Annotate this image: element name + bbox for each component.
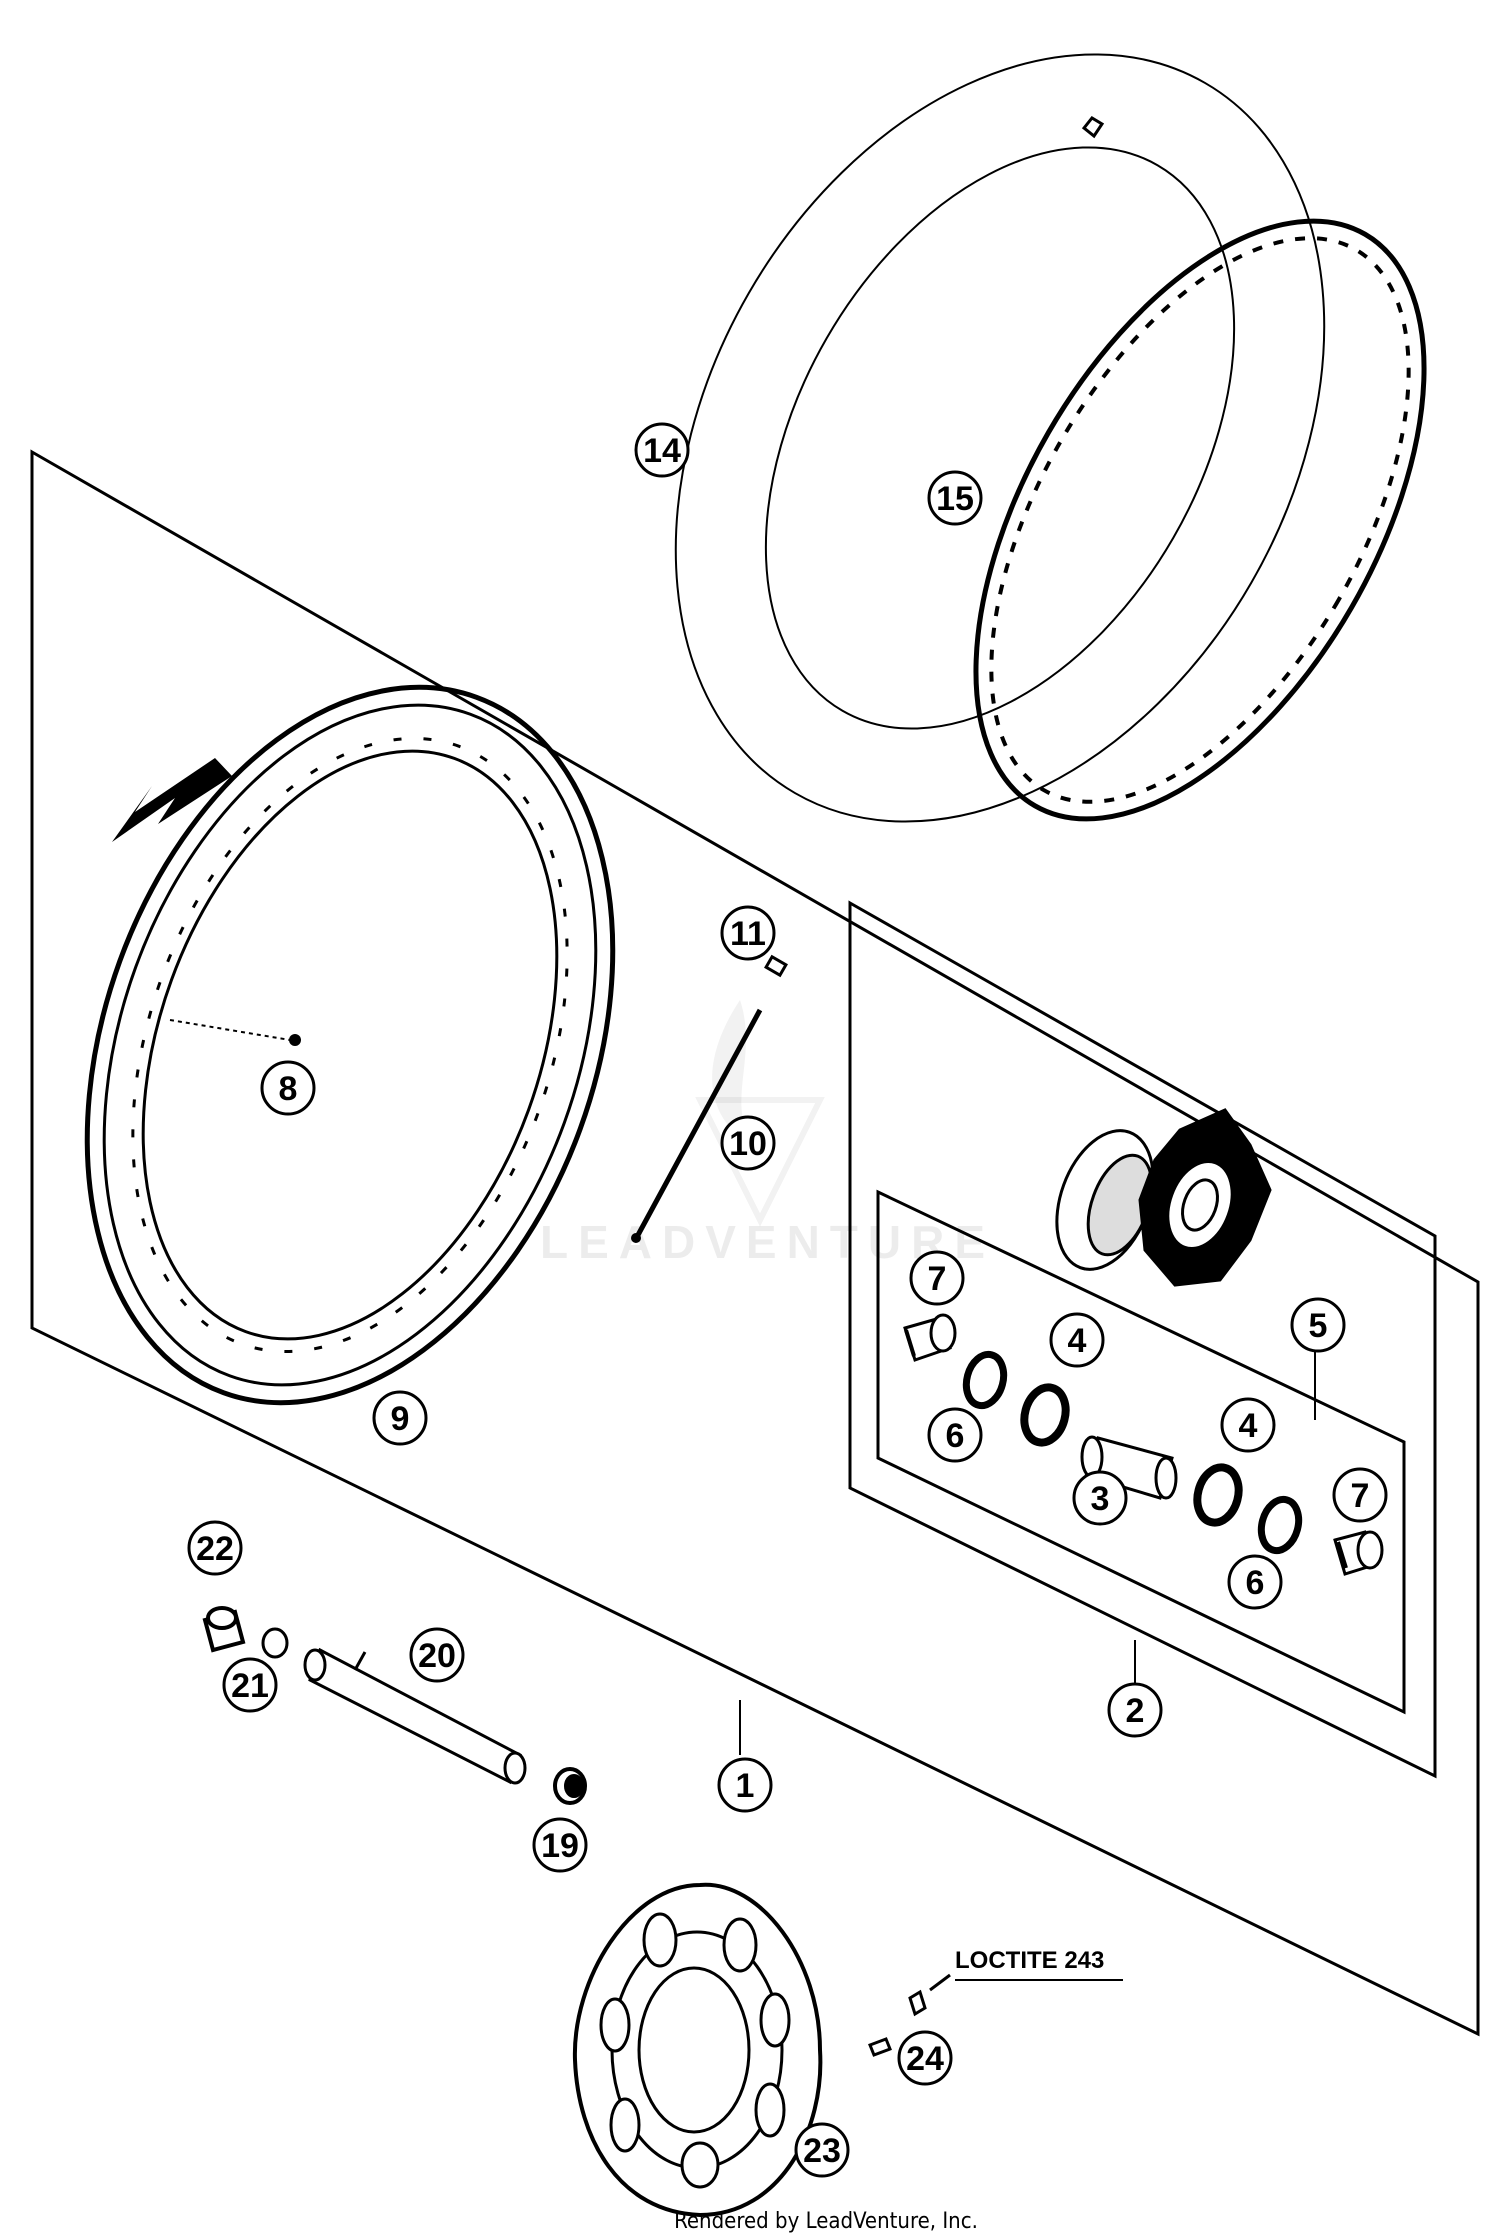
callout-3[interactable]: 3 xyxy=(1072,1470,1128,1526)
callout-8[interactable]: 8 xyxy=(260,1060,316,1116)
callout-19[interactable]: 19 xyxy=(532,1817,588,1873)
svg-text:7: 7 xyxy=(1351,1477,1370,1515)
rim-tape-part xyxy=(973,218,1427,822)
svg-text:19: 19 xyxy=(541,1827,579,1865)
callout-7-left[interactable]: 7 xyxy=(909,1250,965,1306)
svg-text:5: 5 xyxy=(1309,1307,1328,1345)
callout-24[interactable]: 24 xyxy=(897,2030,953,2086)
bushing-part-left xyxy=(903,1313,957,1362)
svg-text:1: 1 xyxy=(736,1767,755,1805)
svg-text:10: 10 xyxy=(729,1125,767,1163)
bearing-part-left xyxy=(1020,1383,1070,1447)
spoke-nipple-part xyxy=(169,1019,301,1046)
assembly-panel-5 xyxy=(876,1189,1406,1715)
hub-part xyxy=(1055,1108,1272,1287)
svg-text:6: 6 xyxy=(1246,1564,1265,1602)
callout-9[interactable]: 9 xyxy=(372,1390,428,1446)
svg-text:9: 9 xyxy=(391,1400,410,1438)
bushing-part-right xyxy=(1333,1530,1384,1576)
callout-11[interactable]: 11 xyxy=(720,905,776,961)
svg-text:6: 6 xyxy=(946,1417,965,1455)
callout-21[interactable]: 21 xyxy=(222,1657,278,1713)
callout-2[interactable]: 2 xyxy=(1107,1682,1163,1738)
disc-screw-part xyxy=(868,1973,951,2057)
callout-7-right[interactable]: 7 xyxy=(1332,1467,1388,1523)
callout-4-right[interactable]: 4 xyxy=(1220,1397,1276,1453)
svg-text:4: 4 xyxy=(1068,1322,1087,1360)
callout-20[interactable]: 20 xyxy=(409,1627,465,1683)
watermark: LEADVENTURE xyxy=(540,1000,995,1268)
assembly-panel-2 xyxy=(848,900,1437,1779)
callout-6-right[interactable]: 6 xyxy=(1227,1554,1283,1610)
shaft-seal-part-left xyxy=(962,1350,1008,1410)
assembly-panel-1 xyxy=(30,449,1480,2037)
render-credit: Rendered by LeadVenture, Inc. xyxy=(674,2209,978,2234)
callout-23[interactable]: 23 xyxy=(794,2122,850,2178)
watermark-text: LEADVENTURE xyxy=(540,1216,995,1268)
svg-text:24: 24 xyxy=(906,2040,944,2078)
loctite-note: LOCTITE 243 xyxy=(955,1947,1104,1974)
callout-15[interactable]: 15 xyxy=(927,470,983,526)
spoke-part xyxy=(631,954,788,1243)
leader-lines xyxy=(739,1350,1316,1981)
axle-part xyxy=(303,1647,527,1785)
direction-arrow-icon xyxy=(112,758,232,842)
svg-text:7: 7 xyxy=(928,1260,947,1298)
callout-4-left[interactable]: 4 xyxy=(1049,1312,1105,1368)
svg-text:15: 15 xyxy=(936,480,974,518)
bearing-part-right xyxy=(1193,1463,1243,1527)
rim-part xyxy=(84,684,616,1406)
callout-1[interactable]: 1 xyxy=(717,1757,773,1813)
callout-6-left[interactable]: 6 xyxy=(927,1407,983,1463)
axle-nut-part xyxy=(553,1767,587,1805)
svg-text:21: 21 xyxy=(231,1667,269,1705)
svg-text:23: 23 xyxy=(803,2132,841,2170)
washer-part xyxy=(261,1627,289,1659)
svg-text:22: 22 xyxy=(196,1530,234,1568)
collar-part xyxy=(202,1606,246,1653)
svg-text:3: 3 xyxy=(1091,1480,1110,1518)
shaft-seal-part-right xyxy=(1257,1495,1303,1555)
svg-text:20: 20 xyxy=(418,1637,456,1675)
brake-disc-part xyxy=(572,1882,823,2218)
svg-text:11: 11 xyxy=(730,915,766,953)
callout-10[interactable]: 10 xyxy=(720,1115,776,1171)
svg-text:4: 4 xyxy=(1239,1407,1258,1445)
tire-part xyxy=(674,53,1326,823)
callout-14[interactable]: 14 xyxy=(634,422,690,478)
callout-22[interactable]: 22 xyxy=(187,1520,243,1576)
svg-text:8: 8 xyxy=(279,1070,298,1108)
svg-text:2: 2 xyxy=(1126,1692,1145,1730)
callout-5[interactable]: 5 xyxy=(1290,1297,1346,1353)
svg-text:14: 14 xyxy=(643,432,681,470)
